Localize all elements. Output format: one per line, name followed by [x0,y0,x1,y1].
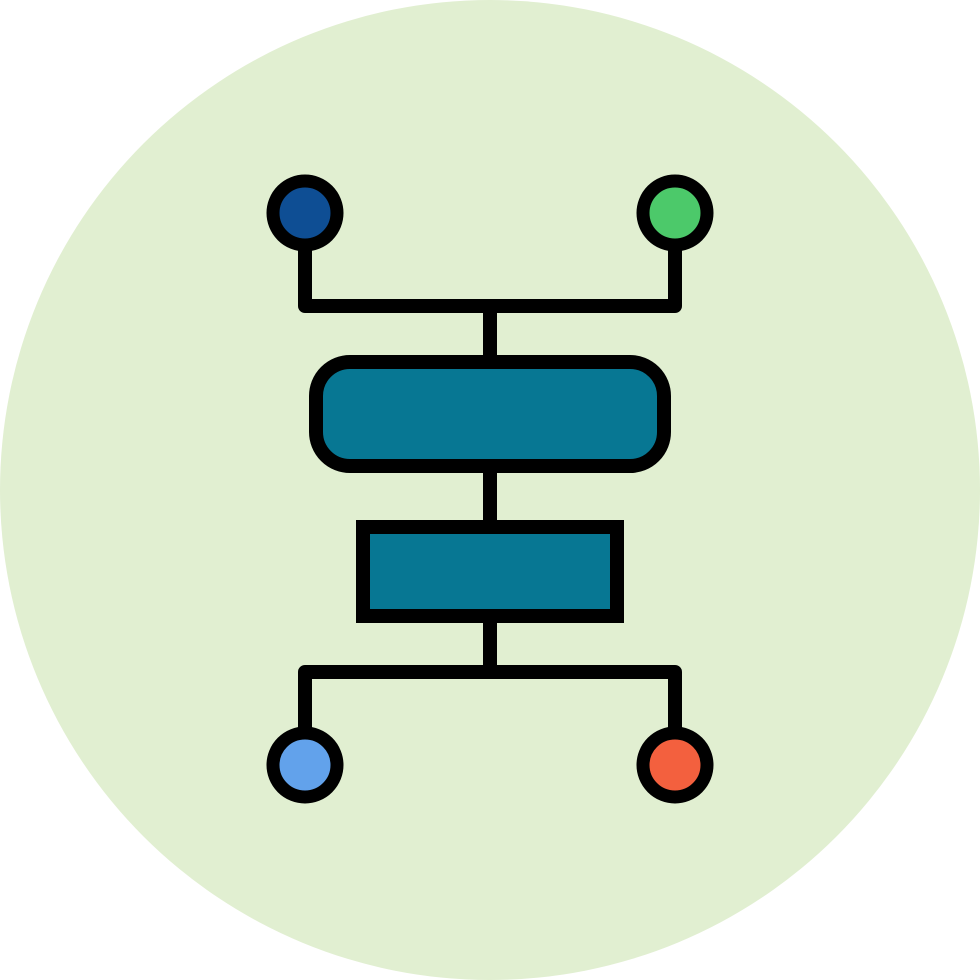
bottom-left-node-circle [266,726,344,804]
connector-lines [298,245,682,734]
top-block [309,355,671,473]
bottom-connector-line [298,665,682,734]
top-right-node-circle [636,174,714,252]
bottom-right-node-circle [636,726,714,804]
top-left-node-circle [266,174,344,252]
bottom-block [356,520,624,623]
